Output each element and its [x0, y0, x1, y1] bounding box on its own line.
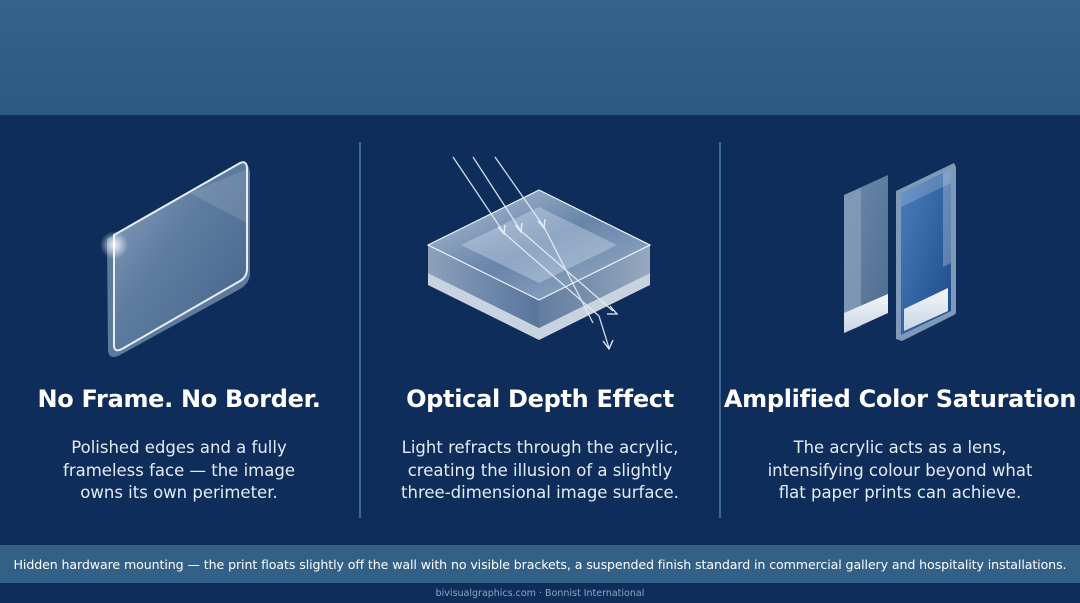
- light-refraction-block-icon: [426, 156, 652, 351]
- feature-no-frame: No Frame. No Border. Polished edges and …: [0, 115, 358, 545]
- feature-title: Amplified Color Saturation: [723, 385, 1077, 413]
- column-divider: [359, 142, 361, 518]
- footer-text: Hidden hardware mounting — the print flo…: [13, 556, 1067, 572]
- feature-description: Polished edges and a fully frameless fac…: [63, 438, 295, 502]
- feature-description: Light refracts through the acrylic, crea…: [401, 438, 679, 502]
- paper-vs-acrylic-icon: [844, 163, 956, 341]
- feature-optical-depth: Optical Depth Effect Light refracts thro…: [361, 115, 719, 545]
- credit-line: bivisualgraphics.com · Bonnist Internati…: [0, 583, 1080, 603]
- feature-color-saturation: Amplified Color Saturation The acrylic a…: [721, 115, 1079, 545]
- top-band: [0, 0, 1080, 115]
- feature-title: No Frame. No Border.: [37, 385, 321, 413]
- feature-description: The acrylic acts as a lens, intensifying…: [767, 438, 1033, 502]
- credit-text: bivisualgraphics.com · Bonnist Internati…: [435, 587, 645, 599]
- footer-band: Hidden hardware mounting — the print flo…: [0, 545, 1080, 583]
- feature-title: Optical Depth Effect: [406, 385, 674, 413]
- column-divider: [719, 142, 721, 518]
- frameless-acrylic-panel-icon: [100, 161, 250, 357]
